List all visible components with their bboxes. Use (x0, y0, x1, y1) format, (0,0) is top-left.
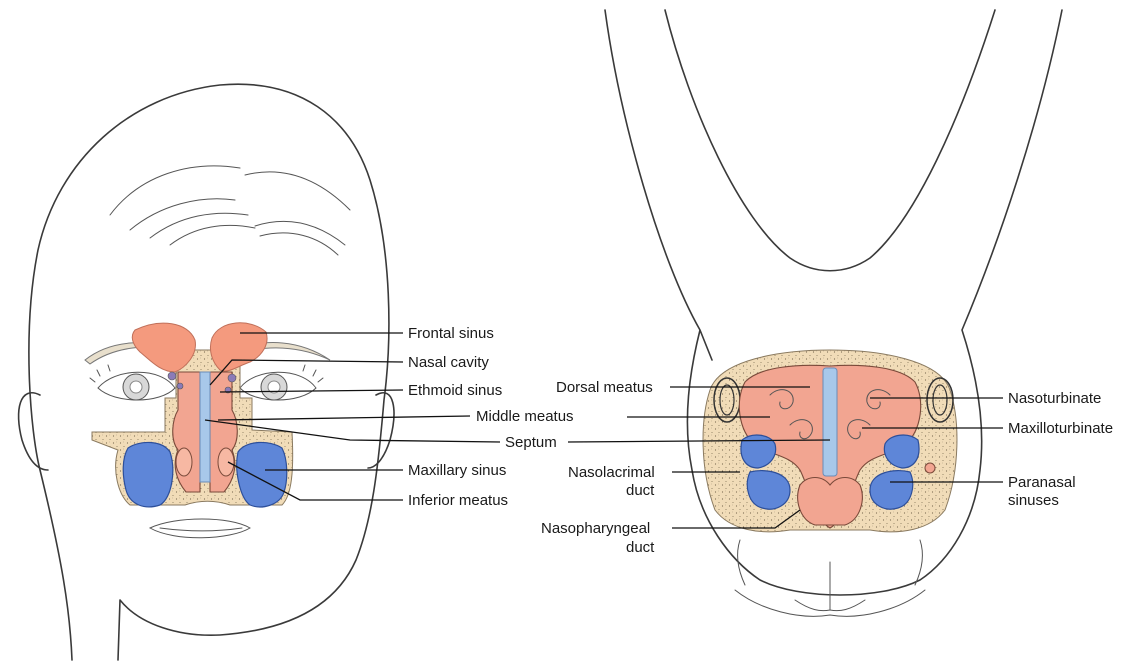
label-nasopharyngeal-duct-line2: duct (626, 539, 655, 556)
label-paranasal-sinuses-line2: sinuses (1008, 492, 1059, 509)
rabbit-head (605, 10, 1062, 616)
label-nasoturbinate: Nasoturbinate (1008, 390, 1101, 407)
left-eye (90, 365, 175, 400)
human-septum (200, 372, 210, 482)
label-maxillary-sinus: Maxillary sinus (408, 462, 506, 479)
frontal-sinus-left (132, 323, 195, 372)
label-nasopharyngeal-duct-line1: Nasopharyngeal (541, 520, 650, 537)
hair-lines (110, 166, 350, 255)
rabbit-inner-ear-notch (665, 10, 995, 271)
label-nasal-cavity: Nasal cavity (408, 354, 489, 371)
label-septum: Septum (505, 434, 557, 451)
label-middle-meatus: Middle meatus (476, 408, 574, 425)
human-head (19, 84, 394, 660)
label-maxilloturbinate: Maxilloturbinate (1008, 420, 1113, 437)
label-ethmoid-sinus: Ethmoid sinus (408, 382, 502, 399)
maxillary-sinus-right (237, 442, 287, 506)
rabbit-septum (823, 368, 837, 476)
rabbit-paranasal-sinus-right-lower (870, 471, 913, 510)
rabbit-nasopharyngeal-duct (798, 478, 863, 526)
label-paranasal-sinuses-line1: Paranasal (1008, 474, 1076, 491)
label-nasolacrimal-duct-line2: duct (626, 482, 655, 499)
label-inferior-meatus: Inferior meatus (408, 492, 508, 509)
label-nasolacrimal-duct-line1: Nasolacrimal (568, 464, 655, 481)
maxillary-sinus-left (123, 442, 173, 506)
right-eye (240, 365, 323, 400)
label-frontal-sinus: Frontal sinus (408, 325, 494, 342)
rabbit-paranasal-sinus-left-lower (747, 471, 790, 510)
label-dorsal-meatus: Dorsal meatus (556, 379, 653, 396)
frontal-sinus-right (210, 323, 267, 371)
